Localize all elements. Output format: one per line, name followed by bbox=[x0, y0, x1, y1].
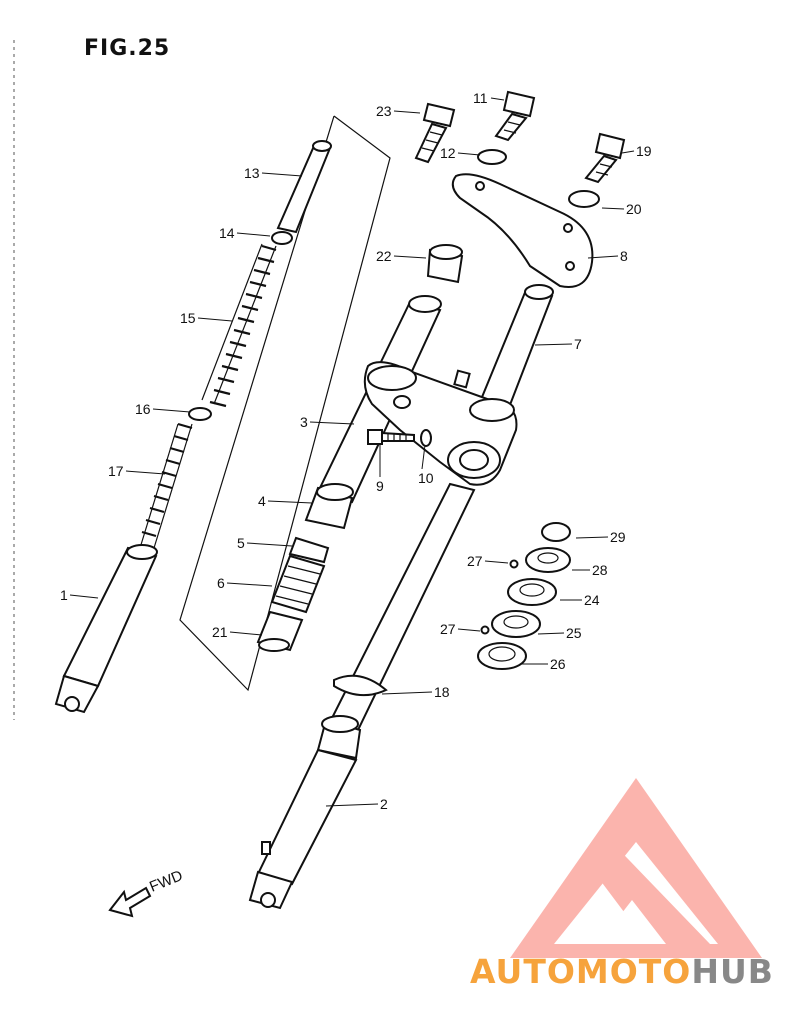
part-12-washer bbox=[477, 149, 507, 165]
callout-label-19: 19 bbox=[636, 143, 652, 159]
leader-line-4 bbox=[267, 500, 313, 504]
leader-line-3 bbox=[309, 421, 355, 425]
leader-line-20 bbox=[601, 207, 625, 210]
callout-label-29: 29 bbox=[610, 529, 626, 545]
part-9-pinch-bolt bbox=[367, 429, 415, 445]
watermark-logo bbox=[510, 778, 762, 958]
callout-label-6: 6 bbox=[217, 575, 225, 591]
leader-line-6 bbox=[226, 582, 273, 587]
leader-line-22 bbox=[393, 255, 427, 259]
part-23-bolt bbox=[414, 102, 456, 164]
leader-line-11 bbox=[490, 97, 505, 101]
part-10-washer bbox=[420, 429, 432, 447]
watermark-wordmark: AUTOMOTOHUB bbox=[470, 952, 774, 991]
callout-label-25: 25 bbox=[566, 625, 582, 641]
leader-line-1 bbox=[69, 594, 99, 599]
part-19-bolt bbox=[584, 132, 626, 184]
callout-label-18: 18 bbox=[434, 684, 450, 700]
callout-label-3: 3 bbox=[300, 414, 308, 430]
part-13-spacer-pipe bbox=[276, 140, 332, 234]
forward-direction-arrow: FWD bbox=[108, 867, 185, 918]
callout-label-9: 9 bbox=[376, 478, 384, 494]
callout-label-26: 26 bbox=[550, 656, 566, 672]
leader-line-10 bbox=[421, 444, 426, 470]
leader-line-29 bbox=[575, 536, 609, 539]
callout-label-4: 4 bbox=[258, 493, 266, 509]
leader-line-27a bbox=[484, 560, 509, 564]
callout-label-12: 12 bbox=[440, 145, 456, 161]
leader-line-25 bbox=[537, 632, 565, 635]
leader-line-2 bbox=[325, 803, 379, 807]
part-1-damper-cylinder bbox=[54, 544, 158, 714]
callout-label-27a: 27 bbox=[467, 553, 483, 569]
leader-line-21 bbox=[229, 631, 263, 636]
part-22-cap bbox=[426, 244, 464, 284]
part-4-oil-seal bbox=[304, 483, 354, 530]
callout-label-27b: 27 bbox=[440, 621, 456, 637]
leader-line-5 bbox=[246, 542, 293, 547]
part-28-steering-nut bbox=[525, 547, 571, 573]
callout-label-15: 15 bbox=[180, 310, 196, 326]
leader-line-8 bbox=[587, 255, 619, 259]
part-5-ring bbox=[288, 536, 330, 564]
part-29-lock-washer bbox=[541, 522, 571, 542]
part-6-threaded-bushing bbox=[270, 554, 326, 614]
leader-line-13 bbox=[261, 172, 303, 177]
leader-line-16 bbox=[152, 408, 191, 413]
part-18-circlip bbox=[333, 674, 388, 697]
part-7-steering-stem bbox=[478, 284, 554, 412]
part-21-damper-piece bbox=[256, 610, 304, 652]
internal-parts-group-boundary bbox=[179, 115, 391, 692]
leader-line-27b bbox=[457, 628, 481, 632]
leader-line-12 bbox=[457, 152, 481, 156]
leader-line-19 bbox=[621, 150, 635, 154]
callout-label-23: 23 bbox=[376, 103, 392, 119]
part-14-washer bbox=[271, 231, 293, 245]
callout-label-21: 21 bbox=[212, 624, 228, 640]
part-8-handlebar-bracket bbox=[451, 173, 594, 288]
callout-label-8: 8 bbox=[620, 248, 628, 264]
part-27-ball-upper bbox=[509, 559, 519, 569]
part-26-dust-seal bbox=[477, 642, 527, 670]
part-11-bolt bbox=[494, 90, 536, 142]
callout-label-16: 16 bbox=[135, 401, 151, 417]
leader-line-17 bbox=[125, 470, 166, 475]
figure-title: FIG.25 bbox=[84, 36, 171, 61]
leader-line-7 bbox=[534, 343, 573, 346]
callout-label-14: 14 bbox=[219, 225, 235, 241]
part-15-fork-spring bbox=[201, 243, 277, 408]
part-25-bearing-race bbox=[491, 610, 541, 638]
watermark-text-hub: HUB bbox=[691, 952, 774, 991]
watermark-text-automoto: AUTOMOTO bbox=[470, 952, 692, 991]
callout-label-7: 7 bbox=[574, 336, 582, 352]
callout-label-24: 24 bbox=[584, 592, 600, 608]
part-24-bearing-race bbox=[507, 578, 557, 606]
leader-line-18 bbox=[381, 691, 433, 695]
leader-line-15 bbox=[197, 317, 233, 322]
callout-label-2: 2 bbox=[380, 796, 388, 812]
callout-label-20: 20 bbox=[626, 201, 642, 217]
callout-label-11: 11 bbox=[473, 90, 488, 106]
callout-label-17: 17 bbox=[108, 463, 124, 479]
part-17-lower-spring bbox=[139, 422, 193, 549]
forward-label: FWD bbox=[147, 867, 185, 896]
callout-label-13: 13 bbox=[244, 165, 260, 181]
part-2-outer-tube bbox=[248, 715, 362, 910]
callout-label-5: 5 bbox=[237, 535, 245, 551]
callout-label-10: 10 bbox=[418, 470, 434, 486]
leader-line-23 bbox=[393, 110, 421, 114]
part-27-ball-lower bbox=[480, 625, 490, 635]
callout-label-1: 1 bbox=[60, 587, 68, 603]
lower-bracket bbox=[363, 361, 518, 486]
leader-line-14 bbox=[236, 232, 271, 237]
part-20-washer bbox=[568, 190, 600, 208]
part-16-spring-seat bbox=[188, 407, 212, 421]
callout-label-28: 28 bbox=[592, 562, 608, 578]
callout-label-22: 22 bbox=[376, 248, 392, 264]
